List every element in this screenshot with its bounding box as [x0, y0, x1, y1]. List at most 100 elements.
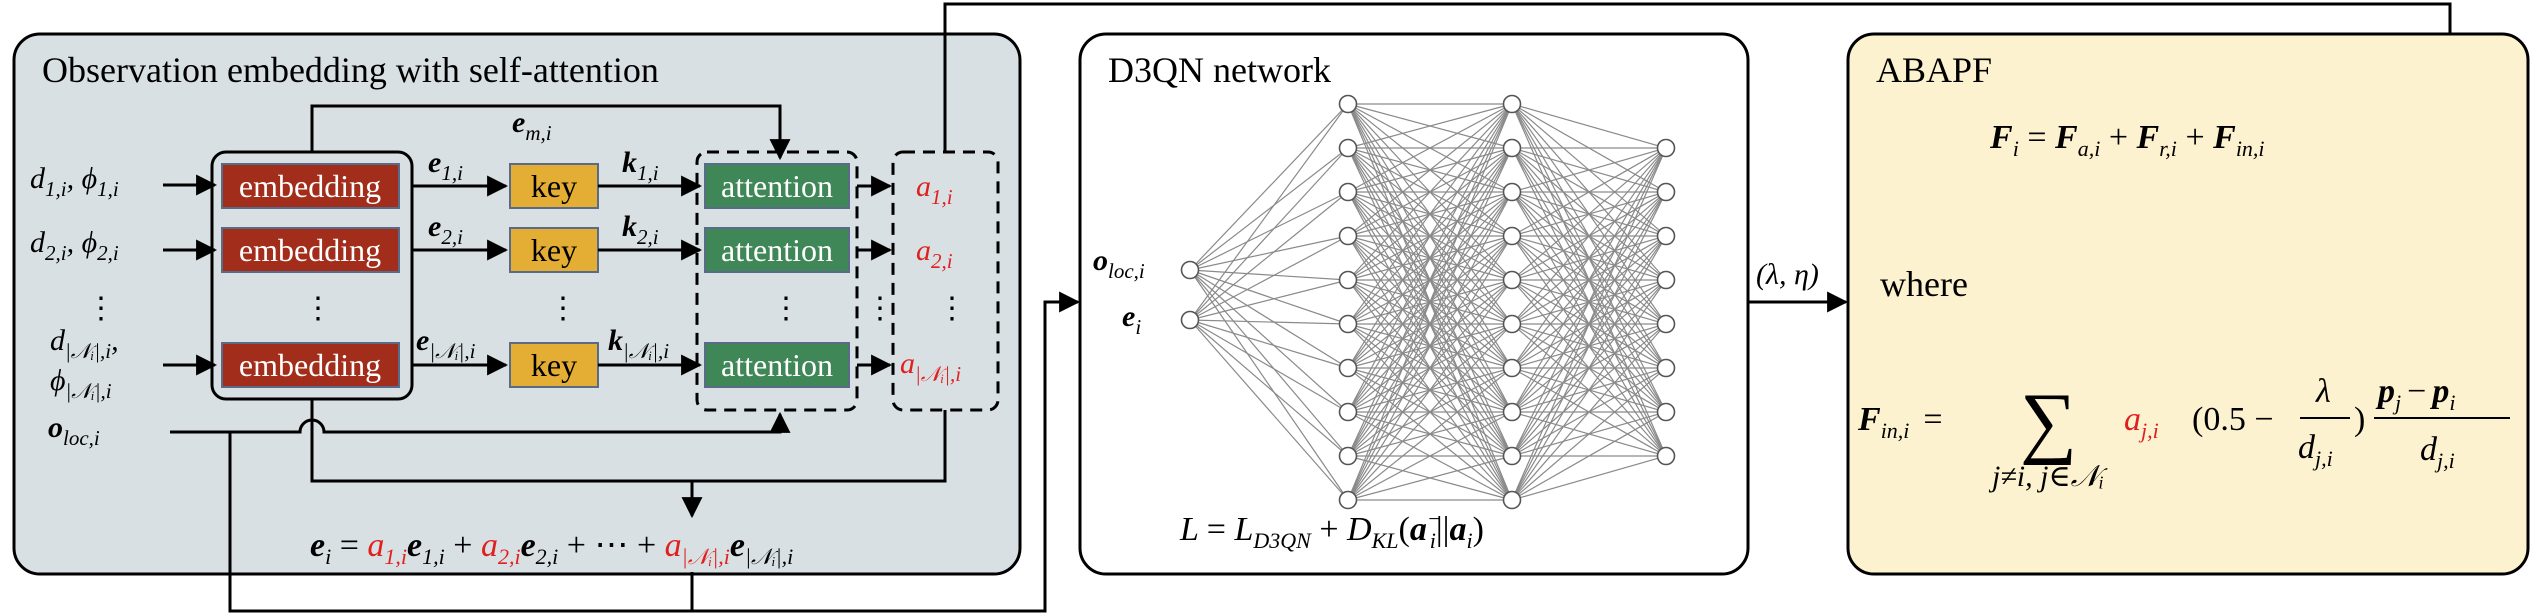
network-node-l1-6: [1338, 358, 1358, 378]
network-edge-l1-1-0: [1347, 103, 1513, 149]
key-label-n: key: [531, 347, 577, 383]
network-edge-l0-0-3: [1189, 235, 1349, 271]
e-output-2: e2,i: [428, 210, 463, 249]
network-node-l2-0: [1502, 94, 1522, 114]
between-groups-dots: ⋮: [865, 292, 895, 325]
network-node-l1-7: [1338, 402, 1358, 422]
network-edge-l0-1-8: [1189, 319, 1349, 457]
network-edge-l0-0-0: [1189, 103, 1349, 271]
network-node-l2-1: [1502, 138, 1522, 158]
input-label-n-line1: d|𝒩ᵢ|,i,: [50, 324, 119, 363]
network-edge-l1-9-5: [1347, 323, 1513, 501]
d3qn-panel-bg: [1078, 32, 1750, 576]
network-node-l3-5: [1656, 358, 1676, 378]
network-node-l1-4: [1338, 270, 1358, 290]
obs-loc-label: oloc,i: [48, 411, 100, 450]
network-node-l2-9: [1502, 490, 1522, 510]
abapf-panel-bg: [1846, 32, 2530, 576]
embedding-block-1: embedding: [221, 163, 400, 209]
fin-equation: Fin,i= ∑ j≠i, j∈𝒩ᵢ aj,i (0.5 − λ dj,i ) …: [1857, 373, 2510, 493]
observation-panel: Observation embedding with self-attentio…: [12, 32, 1022, 576]
network-node-l3-1: [1656, 182, 1676, 202]
network-edge-l0-1-3: [1189, 235, 1349, 321]
ei-to-d3qn-arrow: [228, 291, 1081, 613]
network-edge-l2-9-1: [1511, 191, 1667, 501]
force-equation: Fi = Fa,i + Fr,i + Fin,i: [1989, 119, 2265, 164]
key-dots: ⋮: [548, 292, 578, 325]
network-edge-l1-4-0: [1347, 103, 1513, 281]
network-node-l1-9: [1338, 490, 1358, 510]
k-output-n: k|𝒩ᵢ|,i: [608, 324, 669, 363]
input-dots: ⋮: [86, 292, 116, 325]
network-edge-l0-1-4: [1189, 279, 1349, 321]
observation-panel-title: Observation embedding with self-attentio…: [42, 50, 659, 90]
network-node-l3-4: [1656, 314, 1676, 334]
fin-lambda-den: dj,i: [2298, 429, 2333, 471]
network-edge-l2-7-0: [1511, 147, 1667, 413]
network-edge-l2-9-6: [1511, 411, 1667, 501]
attention-label-1: attention: [721, 168, 833, 204]
loss-equation: L = LD3QN + DKL(a−i||ai): [1179, 506, 1484, 556]
network-edge-l0-0-8: [1189, 269, 1349, 457]
network-edge-l1-9-7: [1347, 411, 1513, 501]
k-output-1: k1,i: [622, 146, 659, 185]
network-edge-l2-6-0: [1511, 147, 1667, 369]
mean-embedding-line: [310, 104, 791, 161]
network-edge-l2-9-2: [1511, 235, 1667, 501]
network-node-l1-3: [1338, 226, 1358, 246]
network-node-l1-1: [1338, 138, 1358, 158]
network-edge-l1-9-3: [1347, 235, 1513, 501]
network-edge-l2-9-0: [1511, 147, 1667, 501]
network-edge-l0-1-0: [1189, 103, 1349, 321]
d3qn-panel: D3QN network oloc,i ei L = LD3QN + DKL(a…: [1078, 32, 1750, 576]
network-edge-l1-9-2: [1347, 191, 1513, 501]
d3qn-panel-title: D3QN network: [1108, 50, 1331, 90]
network-edge-l1-9-4: [1347, 279, 1513, 501]
network-edges: [1189, 103, 1667, 501]
network-edge-l1-8-0: [1347, 103, 1513, 457]
network-node-l2-5: [1502, 314, 1522, 334]
weights-dots: ⋮: [937, 292, 967, 325]
network-edge-l0-0-5: [1189, 269, 1349, 325]
key-label-2: key: [531, 232, 577, 268]
embedding-block-2: embedding: [221, 227, 400, 273]
network-edge-l0-1-7: [1189, 319, 1349, 413]
network-node-l2-3: [1502, 226, 1522, 246]
network-edge-l2-8-0: [1511, 147, 1667, 457]
network-node-l1-0: [1338, 94, 1358, 114]
network-node-l1-5: [1338, 314, 1358, 334]
embedding-label-n: embedding: [239, 347, 381, 383]
network-node-l1-2: [1338, 182, 1358, 202]
sum-sign: ∑: [2020, 378, 2077, 466]
network-edge-l1-9-8: [1347, 455, 1513, 501]
k-output-2: k2,i: [622, 210, 659, 249]
network-edge-l0-0-6: [1189, 269, 1349, 369]
network-edge-l1-7-0: [1347, 103, 1513, 413]
network-node-l3-2: [1656, 226, 1676, 246]
connector-label: (λ, η): [1756, 258, 1819, 291]
abapf-panel: ABAPF Fi = Fa,i + Fr,i + Fin,i where Fin…: [1846, 32, 2530, 576]
network-edge-l1-5-0: [1347, 103, 1513, 325]
network-edge-l0-0-4: [1189, 269, 1349, 281]
network-edge-l0-0-7: [1189, 269, 1349, 413]
network-node-l2-2: [1502, 182, 1522, 202]
network-edge-l2-0-0: [1511, 103, 1667, 149]
fin-lambda: λ: [2315, 373, 2331, 410]
network-edge-l0-0-2: [1189, 191, 1349, 271]
network-edge-l0-1-6: [1189, 319, 1349, 369]
network-edge-l2-9-7: [1511, 455, 1667, 501]
d3qn-input-e: ei: [1122, 300, 1141, 339]
where-label: where: [1880, 264, 1968, 304]
fin-p-num: pj−pi: [2375, 373, 2455, 415]
e-output-1: e1,i: [428, 146, 463, 185]
network-node-l2-4: [1502, 270, 1522, 290]
attention-label-n: attention: [721, 347, 833, 383]
a-output-2: a2,i: [916, 234, 953, 273]
network-node-l0-0: [1180, 260, 1200, 280]
attention-block-2: attention: [704, 227, 850, 273]
attention-block-n: attention: [704, 342, 850, 388]
network-edge-l2-9-5: [1511, 367, 1667, 501]
network-node-l1-8: [1338, 446, 1358, 466]
network-edge-l2-5-0: [1511, 147, 1667, 325]
network-edge-l0-1-2: [1189, 191, 1349, 321]
